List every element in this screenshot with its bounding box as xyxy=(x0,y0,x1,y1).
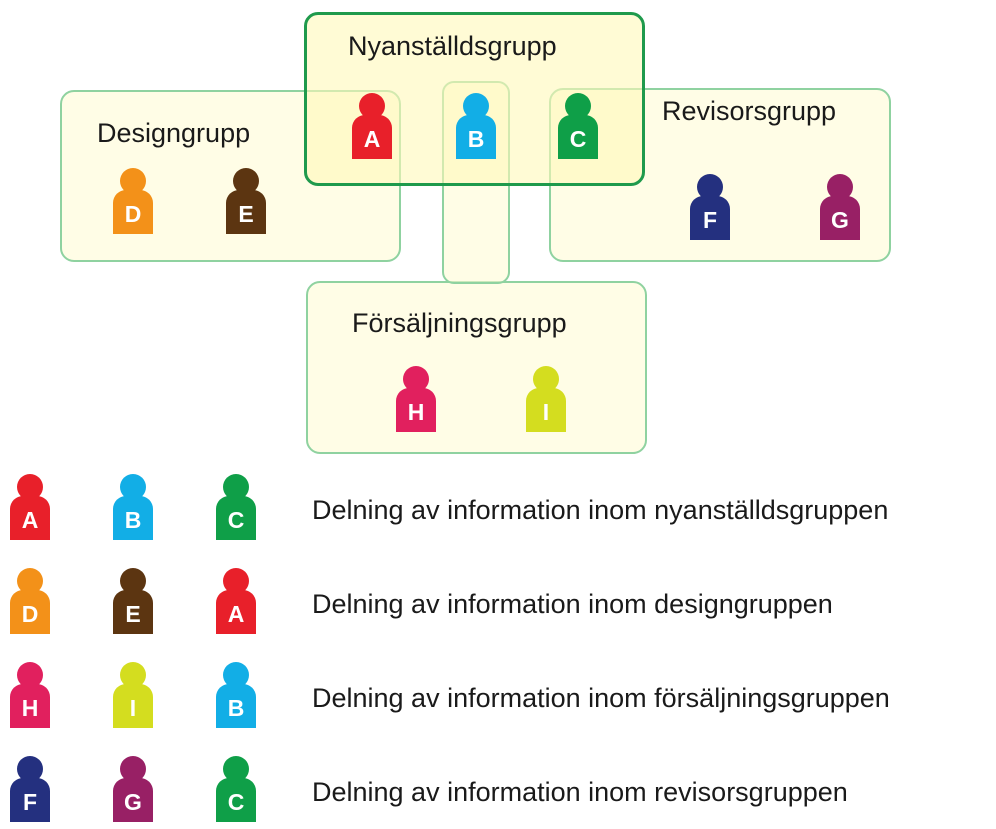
person-label: D xyxy=(10,590,50,634)
person-head xyxy=(827,174,853,200)
person-label: G xyxy=(820,196,860,240)
sales-group-box xyxy=(306,281,647,454)
person-head xyxy=(17,662,43,688)
person-head xyxy=(533,366,559,392)
person-f-icon: F xyxy=(690,174,730,240)
person-d-icon: D xyxy=(113,168,153,234)
person-label: C xyxy=(216,778,256,822)
person-label: E xyxy=(226,190,266,234)
person-head xyxy=(463,93,489,119)
legend-person-icon: F xyxy=(10,756,50,822)
sales-group-title: Försäljningsgrupp xyxy=(352,308,567,338)
person-head xyxy=(17,756,43,782)
person-h-icon: H xyxy=(396,366,436,432)
legend-person-icon: C xyxy=(216,756,256,822)
person-label: B xyxy=(113,496,153,540)
new-hire-group-title: Nyanställdsgrupp xyxy=(348,31,557,61)
person-label: D xyxy=(113,190,153,234)
person-label: C xyxy=(558,115,598,159)
legend-text: Delning av information inom revisorsgrup… xyxy=(312,777,848,807)
person-label: H xyxy=(396,388,436,432)
person-head xyxy=(233,168,259,194)
legend-person-icon: A xyxy=(10,474,50,540)
person-label: F xyxy=(690,196,730,240)
person-e-icon: E xyxy=(226,168,266,234)
legend-person-icon: C xyxy=(216,474,256,540)
person-head xyxy=(223,756,249,782)
legend-text: Delning av information inom designgruppe… xyxy=(312,589,833,619)
person-a-icon: A xyxy=(352,93,392,159)
legend-person-icon: I xyxy=(113,662,153,728)
person-label: B xyxy=(216,684,256,728)
person-head xyxy=(565,93,591,119)
person-head xyxy=(697,174,723,200)
auditor-group-title: Revisorsgrupp xyxy=(662,96,837,126)
person-head xyxy=(120,756,146,782)
person-c-icon: C xyxy=(558,93,598,159)
legend-person-icon: B xyxy=(113,474,153,540)
person-label: G xyxy=(113,778,153,822)
person-head xyxy=(403,366,429,392)
legend-person-icon: G xyxy=(113,756,153,822)
person-label: I xyxy=(113,684,153,728)
legend-text: Delning av information inom nyanställdsg… xyxy=(312,495,889,525)
person-label: H xyxy=(10,684,50,728)
legend-person-icon: B xyxy=(216,662,256,728)
person-head xyxy=(17,474,43,500)
person-label: I xyxy=(526,388,566,432)
person-head xyxy=(359,93,385,119)
person-head xyxy=(223,474,249,500)
person-head xyxy=(223,662,249,688)
person-head xyxy=(120,662,146,688)
legend-person-icon: E xyxy=(113,568,153,634)
person-label: A xyxy=(352,115,392,159)
person-label: B xyxy=(456,115,496,159)
person-b-icon: B xyxy=(456,93,496,159)
legend-person-icon: D xyxy=(10,568,50,634)
person-head xyxy=(120,168,146,194)
person-head xyxy=(120,474,146,500)
person-head xyxy=(17,568,43,594)
person-label: C xyxy=(216,496,256,540)
legend-text: Delning av information inom försäljnings… xyxy=(312,683,890,713)
design-group-title: Designgrupp xyxy=(97,118,251,148)
person-i-icon: I xyxy=(526,366,566,432)
legend-person-icon: A xyxy=(216,568,256,634)
person-label: E xyxy=(113,590,153,634)
person-head xyxy=(120,568,146,594)
person-head xyxy=(223,568,249,594)
person-label: A xyxy=(216,590,256,634)
legend-person-icon: H xyxy=(10,662,50,728)
person-label: A xyxy=(10,496,50,540)
person-g-icon: G xyxy=(820,174,860,240)
person-label: F xyxy=(10,778,50,822)
